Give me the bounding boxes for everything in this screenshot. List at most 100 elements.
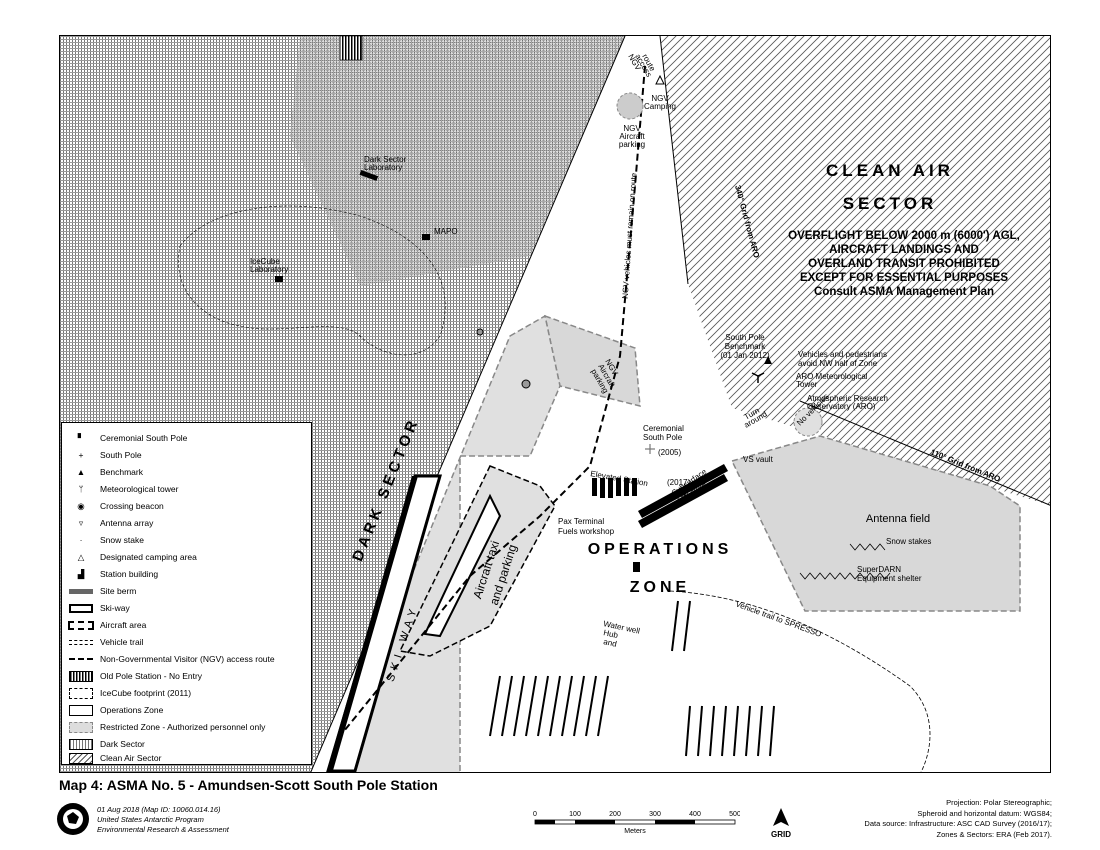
old-pole-station (339, 36, 363, 61)
restricted-zone-ngv (543, 314, 641, 407)
snow-stake-rows (489, 600, 775, 757)
map-title: Map 4: ASMA No. 5 - Amundsen-Scott South… (59, 777, 438, 793)
clean-air-title-1: CLEAN AIR (826, 161, 954, 180)
legend-label: Antenna array (100, 518, 154, 528)
restricted-zone-antenna (730, 435, 1021, 612)
map-credits: 01 Aug 2018 (Map ID: 10060.014.16) Unite… (97, 805, 229, 835)
ops-zone-icon (68, 704, 94, 716)
ngv-route-label: NGV vehicles must remain on route (621, 172, 639, 299)
legend-label: Aircraft area (100, 620, 147, 630)
mapo-building (422, 234, 430, 240)
pole-2017-label: (2017) (667, 478, 690, 487)
old-station-icon (68, 670, 94, 682)
snow-stake-icon: · (79, 535, 83, 545)
berm-structures (638, 464, 728, 528)
legend-label: Operations Zone (100, 705, 164, 715)
ceremonial-pole-icon: ▘ (77, 432, 85, 443)
scale-tick: 100 (569, 811, 581, 818)
crossing-beacon-icon-2 (476, 328, 484, 336)
icecube-icon (68, 687, 94, 699)
clean-air-note-1: OVERFLIGHT BELOW 2000 m (6000') AGL, (788, 230, 1020, 242)
north-arrow: GRID (771, 808, 791, 839)
dark-sector-icon (68, 738, 94, 750)
projection-line: Zones & Sectors: ERA (Feb 2017). (936, 829, 1052, 839)
fuels-workshop-label: Fuels workshop (558, 527, 615, 536)
icecube-footprint (178, 205, 446, 356)
dark-sector-lab-label-1: Dark Sector (364, 155, 407, 164)
legend-label: Meteorological tower (100, 484, 179, 494)
vehicles-note-2: avoid NW half of Zone (798, 359, 878, 368)
station-building-icon: ▟ (77, 568, 85, 579)
legend-label: Crossing beacon (100, 501, 164, 511)
water-well-label-2: Hub (603, 628, 620, 640)
vs-vault-label: VS vault (743, 455, 774, 464)
legend-label: Vehicle trail (100, 637, 144, 647)
legend-label: Restricted Zone - Authorized personnel o… (100, 722, 266, 732)
north-label: GRID (771, 830, 791, 839)
legend-label: Clean Air Sector (100, 753, 162, 763)
south-pole-2017-icon (676, 489, 688, 501)
clean-air-title-2: SECTOR (843, 194, 938, 213)
dark-sector-lab-label-2: Laboratory (364, 163, 402, 172)
skiway-dark (326, 476, 418, 772)
scale-unit: Meters (624, 828, 646, 835)
clean-air-note-5: Consult ASMA Management Plan (814, 286, 994, 298)
credit-line: United States Antarctic Program (97, 815, 204, 824)
met-tower-icon (751, 372, 765, 383)
legend-label: Old Pole Station - No Entry (100, 671, 203, 681)
scale-tick: 0 (533, 811, 537, 818)
legend-label: Ski-way (100, 603, 130, 613)
projection-line: Data source: Infrastructure: ASC CAD Sur… (864, 819, 1052, 828)
aro-met-label-2: Tower (796, 380, 818, 389)
superdarn-label-2: Equipment shelter (857, 574, 922, 583)
aro-label-1: Atmospheric Research (807, 394, 888, 403)
ops-zone-label-2: ZONE (630, 579, 690, 596)
mapo-label: MAPO (434, 227, 458, 236)
dark-sector-lab-building (359, 170, 379, 181)
icecube-lab-label-1: IceCube (250, 257, 280, 266)
restricted-zone-icon (68, 721, 94, 733)
clean-air-note-2: AIRCRAFT LANDINGS AND (829, 244, 979, 256)
legend-label: Station building (100, 569, 159, 579)
aro-label-2: Observatory (ARO) (807, 402, 876, 411)
aro-circle (793, 407, 823, 437)
skiway-icon (68, 602, 94, 614)
benchmark-label-1: South Pole (725, 333, 765, 342)
berm-icon (68, 585, 94, 597)
benchmark-icon (764, 356, 772, 364)
scale-tick: 400 (689, 811, 701, 818)
grid-340-line (659, 36, 689, 285)
antenna-array (799, 543, 891, 580)
ceremonial-label-1: Ceremonial (643, 424, 684, 433)
legend-label: Ceremonial South Pole (100, 433, 188, 443)
clean-air-note-3: OVERLAND TRANSIT PROHIBITED (808, 258, 1000, 270)
usap-logo (57, 803, 89, 835)
ceremonial-label-2: South Pole (643, 433, 683, 442)
station-building (633, 562, 640, 572)
clean-air-note-4: EXCEPT FOR ESSENTIAL PURPOSES (800, 272, 1008, 284)
clean-air-sector-area (660, 36, 1050, 506)
legend-label: Dark Sector (100, 739, 145, 749)
superdarn-label-1: SuperDARN (857, 565, 901, 574)
met-tower-icon: ᛘ (78, 484, 84, 494)
antenna-field-label: Antenna field (866, 513, 930, 525)
ngv-route-icon (68, 653, 94, 665)
ops-zone-label-1: OPERATIONS (588, 541, 733, 558)
projection-line: Spheroid and horizontal datum: WGS84; (917, 808, 1052, 818)
credit-line: Environmental Research & Assessment (97, 825, 229, 834)
scale-tick: 300 (649, 811, 661, 818)
pax-terminal-label: Pax Terminal (558, 517, 604, 526)
legend-label: Snow stake (100, 535, 144, 545)
vehicle-trail-icon (68, 636, 94, 648)
aro-met-label-1: ARO Meteorological (796, 372, 868, 381)
water-well-label-3: and (603, 637, 618, 649)
ngv-parking-label-1: NGV (623, 124, 641, 133)
vehicle-trail-spresso (669, 590, 931, 772)
benchmark-label-3: (01 Jan 2012) (720, 351, 770, 360)
crossing-beacon-icon (521, 379, 531, 389)
ngv-parking-label-3: parking (619, 140, 645, 149)
scale-bar: 0 100 200 300 400 500 Meters (533, 811, 740, 835)
legend-label: Non-Governmental Visitor (NGV) access ro… (100, 654, 275, 664)
projection-line: Projection: Polar Stereographic; (946, 798, 1052, 807)
ngv-camping-triangle (655, 74, 665, 85)
